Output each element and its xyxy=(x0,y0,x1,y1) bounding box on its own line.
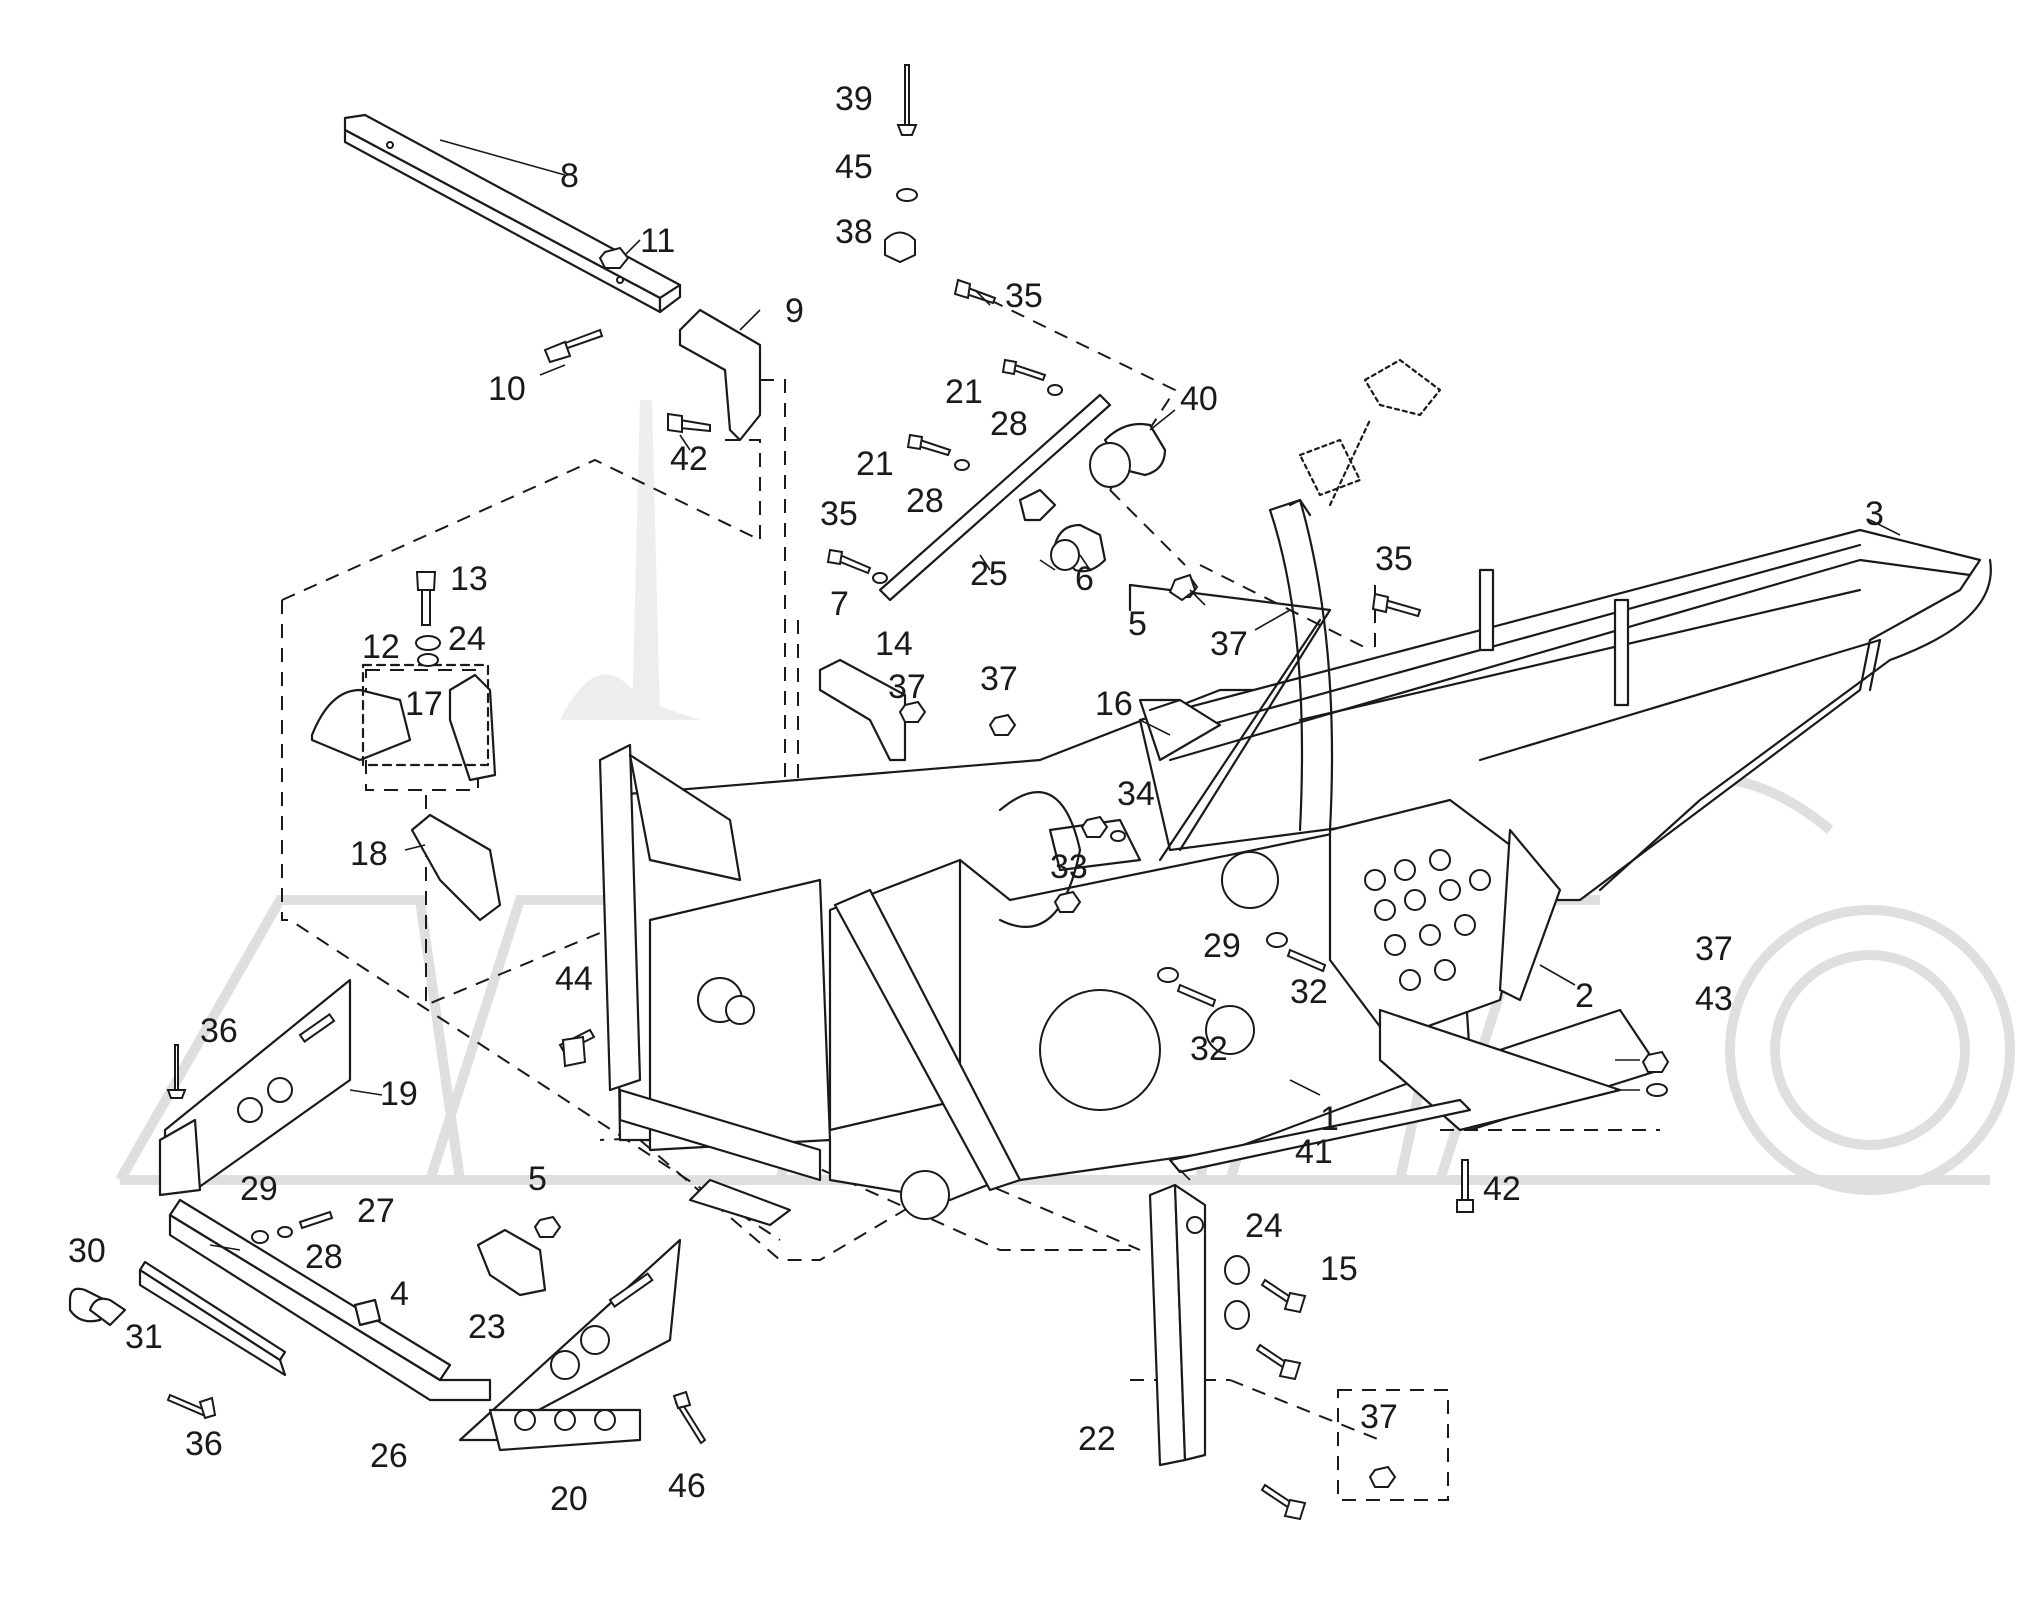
callout-21-top: 21 xyxy=(945,373,983,411)
part-31-bar xyxy=(138,1260,287,1377)
callout-10: 10 xyxy=(488,370,526,408)
callout-12: 12 xyxy=(362,628,400,666)
callout-37-c: 37 xyxy=(1210,625,1248,663)
callout-30: 30 xyxy=(68,1232,106,1270)
rear-rail-tunnel xyxy=(1138,528,1992,902)
callout-42-upper: 42 xyxy=(670,440,708,478)
callout-17: 17 xyxy=(405,685,443,723)
callout-23: 23 xyxy=(468,1308,506,1346)
part-20-bracket xyxy=(458,1238,682,1452)
callout-37-d: 37 xyxy=(1695,930,1733,968)
callout-29-left: 29 xyxy=(240,1170,278,1208)
callout-18: 18 xyxy=(350,835,388,873)
callout-35-top: 35 xyxy=(1005,277,1043,315)
callout-37-b: 37 xyxy=(980,660,1018,698)
part-40-6-covers xyxy=(1018,422,1167,573)
callout-labels: 39 45 38 8 11 9 10 42 35 21 28 40 21 28 … xyxy=(68,80,1884,1518)
callout-44: 44 xyxy=(555,960,593,998)
part-22-bracket xyxy=(1148,1183,1207,1467)
callout-32-right: 32 xyxy=(1290,973,1328,1011)
callout-32-mid: 32 xyxy=(1190,1030,1228,1068)
callout-43: 43 xyxy=(1695,980,1733,1018)
part-23-bracket xyxy=(476,1228,547,1297)
callout-24-upper: 24 xyxy=(448,620,486,658)
callout-35-right: 35 xyxy=(1375,540,1413,578)
callout-9: 9 xyxy=(785,292,804,330)
callout-1: 1 xyxy=(1320,1100,1339,1138)
callout-13: 13 xyxy=(450,560,488,598)
callout-35-mid: 35 xyxy=(820,495,858,533)
part-4-shim xyxy=(353,1298,382,1327)
callout-6: 6 xyxy=(1075,560,1094,598)
part-30-clip xyxy=(68,1287,127,1327)
ghost-bracket xyxy=(1298,358,1442,507)
callout-40: 40 xyxy=(1180,380,1218,418)
callout-42-lower: 42 xyxy=(1483,1170,1521,1208)
callout-25: 25 xyxy=(970,555,1008,593)
part-17-plates xyxy=(310,663,497,782)
callout-37-e: 37 xyxy=(1360,1398,1398,1436)
callout-5-upper: 5 xyxy=(1128,605,1147,643)
callout-39: 39 xyxy=(835,80,873,118)
leader-lines xyxy=(209,139,1901,1251)
part-41-strap xyxy=(1168,1098,1472,1174)
callout-24-lower: 24 xyxy=(1245,1207,1283,1245)
callout-2: 2 xyxy=(1575,977,1594,1015)
callout-26: 26 xyxy=(370,1437,408,1475)
part-14-bracket xyxy=(818,658,907,762)
callout-20: 20 xyxy=(550,1480,588,1518)
front-side-panel xyxy=(598,743,822,1227)
callout-27: 27 xyxy=(357,1192,395,1230)
callout-29-right: 29 xyxy=(1203,927,1241,965)
fasteners xyxy=(166,64,1670,1521)
callout-31: 31 xyxy=(125,1318,163,1356)
grab-bar-frame xyxy=(1048,498,1622,1132)
callout-3: 3 xyxy=(1865,495,1884,533)
callout-4: 4 xyxy=(390,1275,409,1313)
callout-16: 16 xyxy=(1095,685,1133,723)
part-19-bracket xyxy=(158,978,352,1197)
callout-7: 7 xyxy=(830,585,849,623)
part-25-strap xyxy=(878,393,1112,602)
callout-19: 19 xyxy=(380,1075,418,1113)
callout-34: 34 xyxy=(1117,775,1155,813)
callout-28-mid: 28 xyxy=(906,482,944,520)
part-9-bracket xyxy=(678,308,762,442)
callout-11: 11 xyxy=(640,222,675,260)
callout-14: 14 xyxy=(875,625,913,663)
callout-33: 33 xyxy=(1050,848,1088,886)
callout-5-lower: 5 xyxy=(528,1160,547,1198)
callout-41: 41 xyxy=(1295,1133,1333,1171)
callout-21-mid: 21 xyxy=(856,445,894,483)
callout-22: 22 xyxy=(1078,1420,1116,1458)
callout-8: 8 xyxy=(560,157,579,195)
callout-36-lower: 36 xyxy=(185,1425,223,1463)
callout-15: 15 xyxy=(1320,1250,1358,1288)
callout-37-a: 37 xyxy=(888,668,926,706)
callout-45: 45 xyxy=(835,148,873,186)
callout-28-top: 28 xyxy=(990,405,1028,443)
callout-38: 38 xyxy=(835,213,873,251)
part-26-cross-member xyxy=(168,1198,492,1402)
part-18-bracket xyxy=(410,813,502,922)
part-8-bar xyxy=(343,113,682,314)
callout-28-left: 28 xyxy=(305,1238,343,1276)
callout-46: 46 xyxy=(668,1467,706,1505)
callout-36-upper: 36 xyxy=(200,1012,238,1050)
